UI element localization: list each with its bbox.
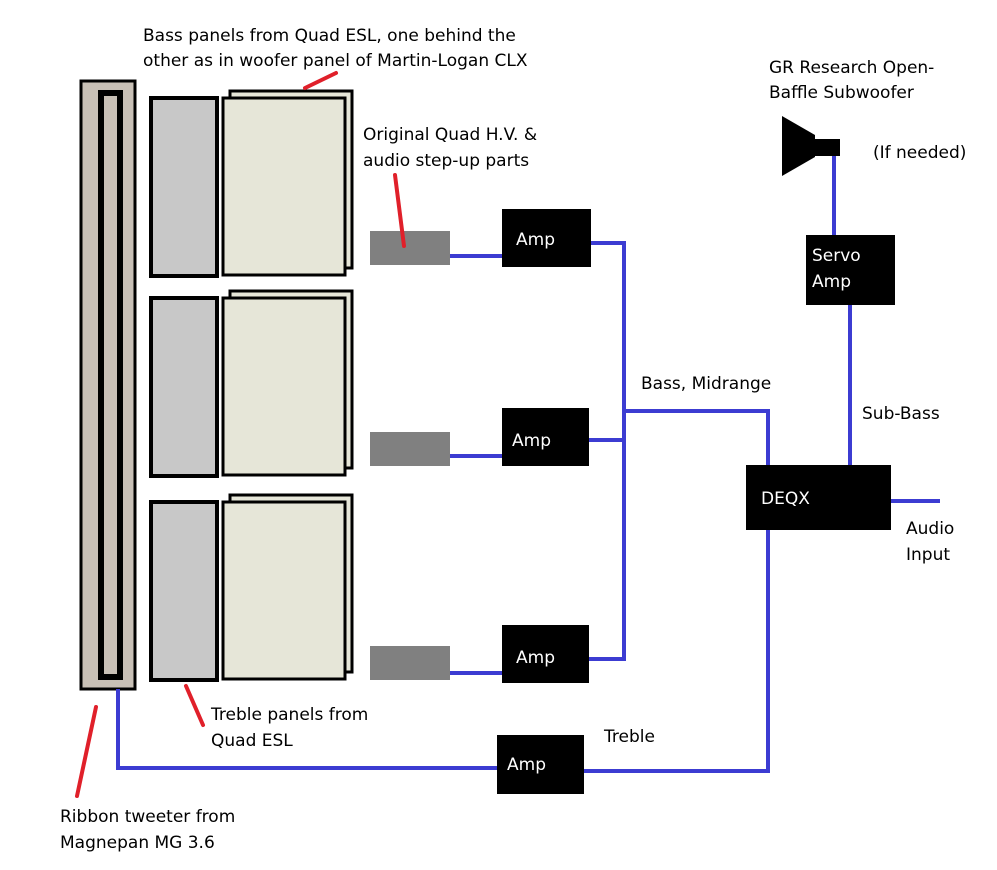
pointer-lines [75, 71, 406, 798]
sub-bass-label: Sub-Bass [862, 404, 940, 424]
treble-panels-caption-line1: Treble panels from [210, 705, 368, 725]
deqx-processor: DEQX [746, 465, 891, 530]
audio-input-label-line2: Input [906, 545, 950, 565]
bass-panels-caption-line1: Bass panels from Quad ESL, one behind th… [143, 26, 516, 46]
subwoofer-icon [782, 116, 840, 176]
ribbon-tweeter [79, 79, 137, 691]
hv-stepup-box-middle [370, 432, 450, 466]
amp-treble: Amp [497, 735, 584, 794]
amp-label: Amp [512, 431, 551, 451]
quad-hv-caption-line1: Original Quad H.V. & [363, 125, 537, 145]
servo-amp-box [806, 235, 895, 305]
wiring [116, 155, 940, 773]
subwoofer-driver [815, 139, 840, 156]
pointer-quad-hv [393, 173, 406, 248]
hv-stepup-box-top [370, 231, 450, 265]
amp-label: Amp [507, 755, 546, 775]
wire-treble [584, 530, 770, 773]
amp-label: Amp [516, 648, 555, 668]
amp-top: Amp [502, 209, 591, 267]
treble-panel-middle [149, 296, 219, 478]
bass-panel-pair-bottom [221, 493, 354, 681]
bass-panel-front [221, 500, 347, 681]
bass-panel-pair-middle [221, 289, 354, 477]
quad-hv-caption-line2: audio step-up parts [363, 151, 529, 171]
servo-amp: Servo Amp [806, 235, 895, 305]
gr-subwoofer-caption-line2: Baffle Subwoofer [769, 83, 914, 103]
wire-bass-midrange [624, 409, 770, 465]
bass-panel-pair-top [221, 89, 354, 277]
subwoofer-horn [782, 116, 815, 176]
amp-label: Amp [516, 230, 555, 250]
servo-amp-label-line1: Servo [812, 246, 861, 266]
pointer-ribbon-tweeter [75, 705, 98, 798]
bass-midrange-label: Bass, Midrange [641, 374, 771, 394]
gr-subwoofer-caption-line1: GR Research Open- [769, 58, 934, 78]
ribbon-tweeter-caption-line1: Ribbon tweeter from [60, 807, 235, 827]
bass-panels-caption-line2: other as in woofer panel of Martin-Logan… [143, 51, 528, 71]
hv-stepup-box-bottom [370, 646, 450, 680]
if-needed-caption: (If needed) [873, 143, 966, 163]
amp-box [502, 209, 591, 267]
treble-panels-caption-line2: Quad ESL [211, 731, 293, 751]
amp-box [497, 735, 584, 794]
deqx-box [746, 465, 891, 530]
ribbon-tweeter-caption-line2: Magnepan MG 3.6 [60, 833, 215, 853]
amp-box [502, 408, 589, 466]
deqx-label: DEQX [761, 489, 810, 509]
bass-panel-front [221, 96, 347, 277]
wire-bass-bus [589, 241, 626, 661]
bass-panel-front [221, 296, 347, 477]
treble-panel-top [149, 96, 219, 278]
wire-ribbon [116, 689, 497, 770]
amp-box [502, 625, 589, 683]
amp-bottom: Amp [502, 625, 589, 683]
pointer-treble-panels [184, 684, 205, 727]
audio-input-label-line1: Audio [906, 519, 954, 539]
ribbon-tweeter-element [98, 90, 123, 680]
amp-middle: Amp [502, 408, 589, 466]
servo-amp-label-line2: Amp [812, 272, 851, 292]
treble-label: Treble [603, 727, 655, 747]
treble-panel-bottom [149, 500, 219, 682]
pointer-bass-panels [303, 71, 338, 90]
